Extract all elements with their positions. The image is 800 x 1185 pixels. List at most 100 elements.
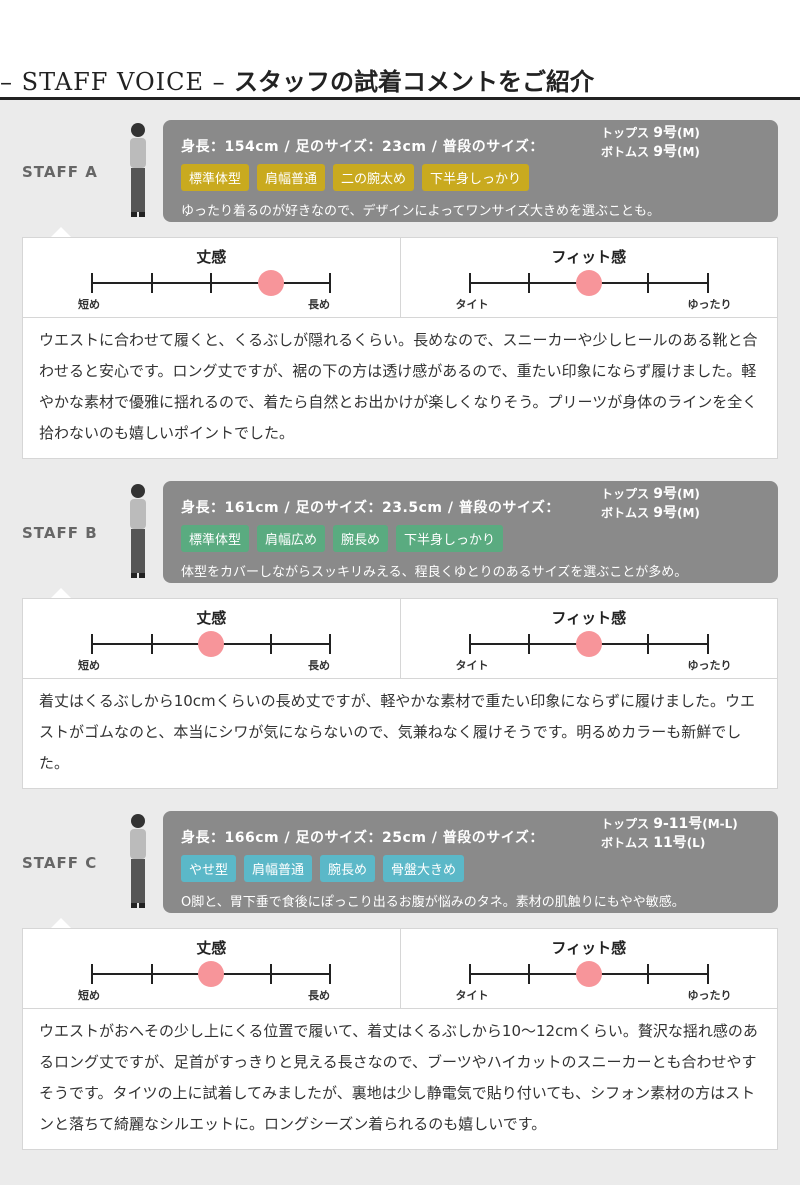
scale-marker	[575, 270, 602, 296]
body-tag: やせ型	[181, 855, 237, 882]
fit-scale: フィット感タイト ゆったり	[399, 238, 778, 317]
scale-title: 丈感	[196, 248, 227, 266]
usual-sizes: トップス 9号(M)ボトムス 9号(M)	[601, 124, 700, 162]
scale-tick	[329, 634, 331, 654]
scale-tick	[150, 964, 153, 984]
scale-min-label: 短め	[78, 659, 100, 672]
staff-section: STAFF C 身長：166cm / 足のサイズ：25cm / 普段のサイズ： …	[22, 811, 778, 1150]
scale-tick	[150, 634, 153, 654]
title-en: – STAFF VOICE –	[0, 68, 226, 96]
staff-stats: 身長：161cm / 足のサイズ：23.5cm / 普段のサイズ：	[181, 500, 560, 516]
staff-photo	[118, 481, 163, 583]
scale-title: フィット感	[551, 609, 627, 627]
staff-description: ゆったり着るのが好きなので、デザインによってワンサイズ大きめを選ぶことも。	[181, 204, 661, 219]
scale-tick	[706, 964, 709, 984]
body-tag: 下半身しっかり	[396, 525, 504, 552]
body-tag: 下半身しっかり	[422, 164, 530, 191]
staff-name: STAFF A	[22, 163, 98, 181]
scale-max-label: 長め	[308, 659, 330, 672]
scale-tick	[329, 273, 331, 293]
length-scale: 丈感短め 長め	[23, 238, 400, 317]
fit-scale: フィット感タイト ゆったり	[399, 929, 778, 1008]
scale-line	[468, 631, 709, 657]
tops-size: 9号	[653, 125, 677, 141]
scale-line	[468, 961, 709, 987]
scale-tick	[468, 273, 471, 293]
body-tag: 二の腕太め	[333, 164, 415, 191]
scale-title: フィット感	[551, 939, 627, 957]
tops-letter: (M)	[676, 126, 700, 140]
body-tags: 標準体型肩幅広め腕長め下半身しっかり	[181, 525, 766, 552]
bottoms-size: 11号	[653, 835, 687, 851]
scale-tick	[91, 273, 93, 293]
scale-line	[91, 270, 331, 296]
scale-max-label: ゆったり	[687, 298, 732, 311]
body-tag: 骨盤大きめ	[383, 855, 465, 882]
staff-name: STAFF B	[22, 524, 98, 542]
scale-marker	[257, 270, 284, 296]
scale-tick	[468, 964, 471, 984]
usual-sizes: トップス 9-11号(M-L)ボトムス 11号(L)	[601, 815, 738, 853]
scale-min-label: 短め	[78, 298, 100, 311]
scale-marker	[198, 961, 224, 987]
staff-description: O脚と、胃下垂で食後にぽっこり出るお腹が悩みのタネ。素材の肌触りにもやや敏感。	[181, 895, 685, 910]
body-tag: 肩幅普通	[244, 855, 313, 882]
scale-line	[91, 961, 331, 987]
bottoms-label: ボトムス	[601, 145, 650, 159]
scale-max-label: ゆったり	[687, 989, 732, 1002]
staff-name: STAFF C	[22, 854, 98, 872]
body-tag: 肩幅普通	[257, 164, 326, 191]
length-scale: 丈感短め 長め	[23, 599, 400, 678]
tops-size: 9号	[653, 486, 677, 502]
scale-marker	[198, 631, 224, 657]
usual-sizes: トップス 9号(M)ボトムス 9号(M)	[601, 485, 700, 523]
body-tag: 肩幅広め	[257, 525, 326, 552]
scale-title: 丈感	[196, 609, 227, 627]
scale-min-label: タイト	[455, 989, 489, 1002]
bottoms-size: 9号	[653, 505, 677, 521]
scale-min-label: タイト	[455, 659, 489, 672]
scale-tick	[706, 273, 709, 293]
scale-max-label: 長め	[308, 989, 330, 1002]
scale-tick	[91, 964, 93, 984]
scale-tick	[528, 634, 530, 654]
bottoms-letter: (L)	[686, 836, 706, 850]
tops-label: トップス	[601, 126, 650, 140]
scale-title: フィット感	[551, 248, 627, 266]
title-ja: スタッフの試着コメントをご紹介	[233, 68, 594, 96]
review-box: 丈感短め長め フィット感タイト ゆったりウエストがおへその少し上にくる位置で履いて、…	[22, 918, 778, 1150]
bottoms-size: 9号	[653, 144, 677, 160]
scale-tick	[647, 273, 649, 293]
staff-description: 体型をカバーしながらスッキリみえる、程良くゆとりのあるサイズを選ぶことが多め。	[181, 565, 688, 580]
scale-tick	[329, 964, 331, 984]
tops-size: 9-11号	[653, 816, 703, 832]
body-tag: 腕長め	[320, 855, 376, 882]
body-tag: 腕長め	[333, 525, 389, 552]
bottoms-label: ボトムス	[601, 506, 650, 520]
scale-min-label: タイト	[455, 298, 489, 311]
scale-marker	[575, 961, 602, 987]
scale-marker	[575, 631, 602, 657]
length-scale: 丈感短め長め	[23, 929, 400, 1008]
body-tag: 標準体型	[181, 164, 250, 191]
bottoms-label: ボトムス	[601, 836, 650, 850]
staff-info: 身長：166cm / 足のサイズ：25cm / 普段のサイズ： トップス 9-1…	[163, 811, 778, 913]
scale-title: 丈感	[196, 939, 227, 957]
review-box: 丈感短め長めフィット感タイトゆったりウエストに合わせて履くと、くるぶしが隠れるく…	[22, 227, 778, 459]
tops-letter: (M-L)	[702, 817, 738, 831]
scale-max-label: ゆったり	[687, 659, 732, 672]
scale-tick	[210, 273, 212, 293]
review-box: 丈感短め 長め フィット感タイト ゆったり着丈はくるぶしから10cmくらいの長め丈です…	[22, 588, 778, 789]
scale-line	[91, 631, 331, 657]
fit-scale: フィット感タイト ゆったり	[399, 599, 778, 678]
scale-tick	[706, 634, 709, 654]
staff-info: 身長：154cm / 足のサイズ：23cm / 普段のサイズ： トップス 9号(…	[163, 120, 778, 222]
scale-tick	[269, 634, 272, 654]
review-comment: ウエストがおへその少し上にくる位置で履いて、着丈はくるぶしから10〜12cmくら…	[39, 1022, 758, 1133]
scale-max-label: 長め	[308, 298, 330, 311]
staff-list: STAFF A 身長：154cm / 足のサイズ：23cm / 普段のサイズ： …	[0, 100, 800, 1185]
bottoms-letter: (M)	[676, 145, 700, 159]
scale-tick	[150, 273, 153, 293]
review-comment: 着丈はくるぶしから10cmくらいの長め丈ですが、軽やかな素材で重たい印象にならず…	[39, 692, 756, 772]
scale-tick	[647, 964, 649, 984]
